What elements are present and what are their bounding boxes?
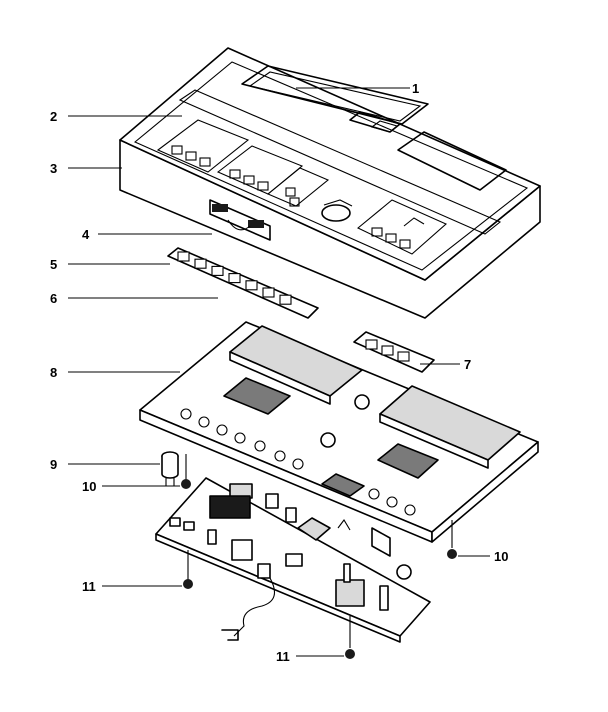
keypad-key (279, 294, 292, 305)
keypad-key (262, 287, 275, 298)
power-supply-board (155, 477, 431, 643)
board-hole (386, 496, 398, 508)
screw-10-right (447, 520, 457, 559)
leader-lines (68, 87, 490, 657)
callout-6: 6 (50, 291, 57, 306)
board-hole (198, 416, 210, 428)
board-hole (234, 432, 246, 444)
callouts: 1 2 3 4 5 6 7 8 9 10 10 11 11 (50, 81, 508, 664)
callout-10-left: 10 (82, 479, 96, 494)
keypad-key (228, 273, 241, 284)
keypad-key (194, 258, 207, 269)
board-hole (368, 488, 380, 500)
board-hole (274, 450, 286, 462)
part-9-capacitor (161, 451, 179, 486)
callout-2: 2 (50, 109, 57, 124)
board-hole (292, 458, 304, 470)
part-6-keypad-board (167, 247, 319, 319)
screw-11-left (183, 550, 193, 589)
callout-5: 5 (50, 257, 57, 272)
screw-11-right (345, 616, 355, 659)
screw-10-left (181, 454, 191, 489)
keypad-key (211, 265, 224, 276)
callout-3: 3 (50, 161, 57, 176)
part-4-bracket (209, 199, 271, 241)
callout-11-left: 11 (82, 579, 96, 594)
callout-11-right: 11 (276, 649, 290, 664)
callout-7: 7 (464, 357, 471, 372)
board-hole (254, 440, 266, 452)
keypad-key (177, 251, 190, 262)
keypad-key (245, 280, 258, 291)
top-housing (119, 47, 541, 319)
board-hole (216, 424, 228, 436)
part-8-main-circuit-board (139, 321, 539, 543)
board-hole (180, 408, 192, 420)
callout-10-right: 10 (494, 549, 508, 564)
part-7-keypad-board (353, 331, 435, 373)
callout-8: 8 (50, 365, 57, 380)
callout-9: 9 (50, 457, 57, 472)
callout-1: 1 (412, 81, 419, 96)
board-hole (404, 504, 416, 516)
callout-4: 4 (82, 227, 90, 242)
